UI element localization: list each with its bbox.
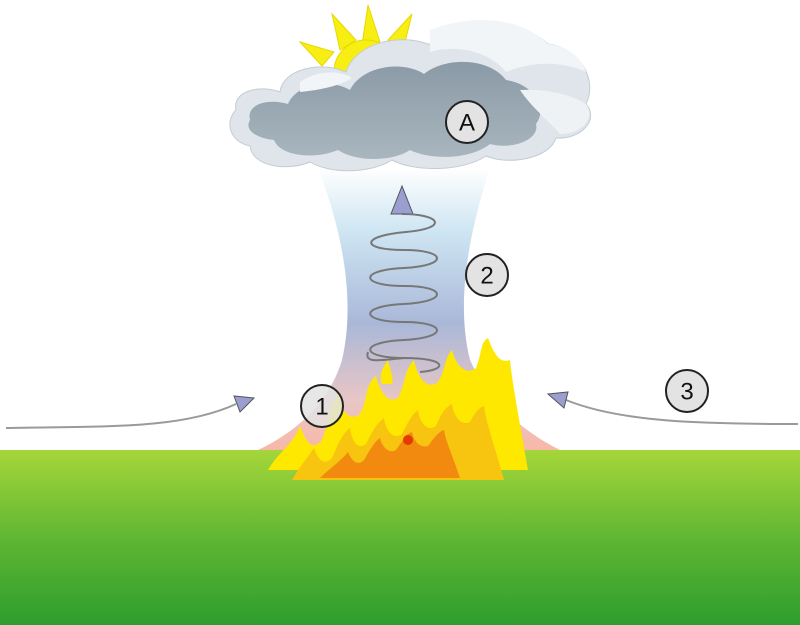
convection-column — [258, 168, 560, 450]
left-inflow-arrow — [5, 395, 256, 429]
rotating-spiral — [366, 213, 441, 373]
fire-icon — [268, 338, 528, 480]
cloud-icon — [229, 19, 592, 172]
label-a-text: A — [459, 110, 475, 137]
label-1-badge: 1 — [300, 384, 344, 428]
label-3-badge: 3 — [665, 369, 709, 413]
label-1-text: 1 — [315, 394, 328, 421]
label-2-text: 2 — [480, 263, 493, 290]
label-a-badge: A — [445, 100, 489, 144]
label-3-text: 3 — [680, 379, 693, 406]
label-2-badge: 2 — [465, 253, 509, 297]
right-inflow-arrow — [546, 391, 799, 425]
